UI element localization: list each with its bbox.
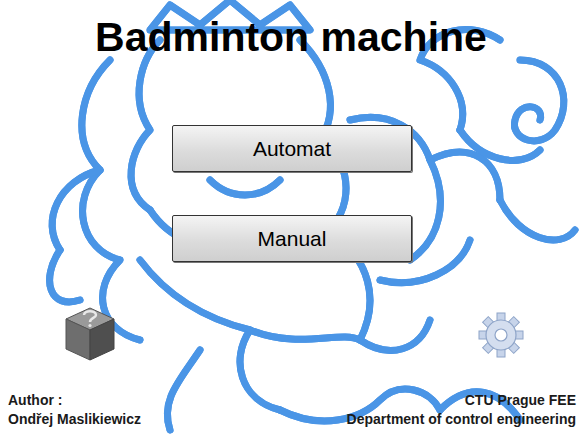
institution-credit: Department of control engineering: [347, 411, 576, 427]
menu-button: Manual: [172, 215, 412, 262]
help-cube-icon: [66, 308, 114, 360]
lion-watermark: [50, 0, 575, 430]
button-label: Automat: [253, 137, 331, 161]
button-label: Manual: [258, 227, 327, 251]
author-credit: Ondřej Maslikiewicz: [8, 411, 141, 427]
screen-title: Badminton machine: [0, 14, 582, 61]
author-credit: Author :: [8, 392, 62, 408]
settings-gear-icon: [479, 313, 523, 357]
institution-credit: CTU Prague FEE: [465, 392, 576, 408]
menu-button: Automat: [172, 125, 412, 172]
